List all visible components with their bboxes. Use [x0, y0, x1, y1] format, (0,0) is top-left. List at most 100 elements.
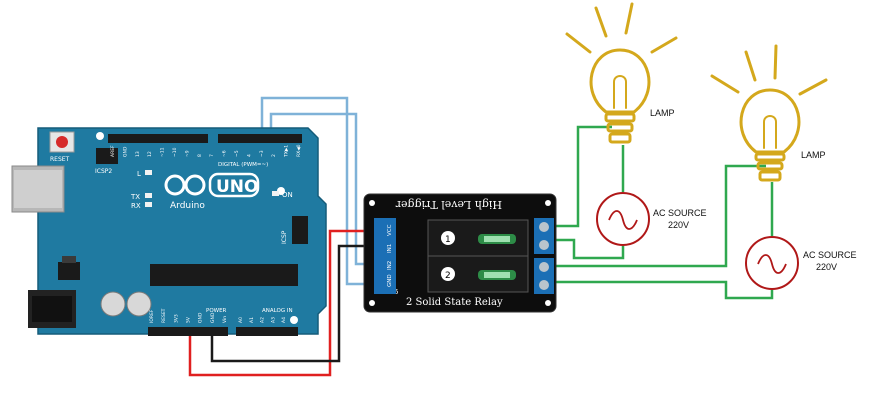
power-wires — [188, 229, 373, 377]
digital-header-left — [108, 134, 208, 143]
lamp-ray — [744, 50, 757, 82]
logo-loop-left — [164, 174, 186, 196]
power-pin-label: 5V — [186, 316, 192, 323]
relay-mount-hole — [369, 300, 375, 306]
lamp-1-label: LAMP — [650, 108, 675, 118]
analog-pin-label: A1 — [249, 317, 255, 323]
reset-button-cap — [56, 136, 68, 148]
ac-source-1-voltage: 220V — [668, 220, 689, 230]
mount-hole — [96, 132, 104, 140]
power-header — [148, 327, 228, 336]
relay-input-pin-label: VCC — [387, 224, 393, 236]
lamp-ray — [710, 74, 740, 94]
terminal-screw — [539, 240, 549, 250]
digital-pin-label: 7 — [209, 154, 215, 157]
digital-header-right — [218, 134, 302, 143]
channel-2-marker — [441, 267, 455, 281]
lamp-ray — [624, 2, 634, 35]
ac-wire-lamp1 — [550, 125, 612, 228]
digital-pin-label: RX◀0 — [296, 144, 302, 157]
analog-pin-label: A5 — [292, 317, 298, 323]
wire-5v — [188, 229, 373, 377]
lamp-2-base — [758, 170, 782, 182]
relay-mount-hole — [545, 200, 551, 206]
logo-model: UNO — [216, 177, 258, 197]
led-tx — [145, 193, 152, 198]
logo-model-box — [208, 172, 260, 198]
dc-jack-inner — [32, 296, 72, 322]
lamp-ray — [773, 44, 778, 80]
lamp-2-bulb — [739, 88, 801, 154]
lamp-2-filament — [763, 115, 777, 149]
digital-pin-label: ~9 — [184, 150, 190, 157]
led-l — [145, 170, 152, 175]
power-pin-label: IOREF — [149, 309, 155, 323]
lamp-1-bulb — [589, 48, 651, 114]
digital-pin-label: ~5 — [234, 150, 240, 157]
led-rx — [145, 202, 152, 207]
led-on — [272, 191, 279, 196]
lamp-ray — [565, 32, 592, 54]
analog-pin-label: A4 — [281, 317, 287, 323]
relay-subtitle: 2 Solid State Relay — [406, 297, 503, 308]
relay-input-pin-label: IN1 — [387, 244, 393, 253]
sine-wave-icon — [757, 254, 787, 274]
lamp-1-base — [604, 112, 636, 123]
digital-pin-label: AREF — [110, 145, 116, 157]
voltage-regulator — [58, 262, 80, 280]
relay-mount-hole — [545, 300, 551, 306]
digital-pin-label: ~6 — [222, 150, 228, 157]
analog-pin-label: A2 — [260, 317, 266, 323]
ac-source-1 — [596, 192, 650, 246]
fuse-1-glass — [484, 236, 510, 242]
capacitor — [126, 291, 152, 317]
lamp-1-filament — [613, 75, 627, 109]
ac-wire-source2 — [550, 280, 774, 300]
lamp-ray — [650, 36, 678, 54]
lamp-ray — [798, 78, 828, 96]
power-pin-labels: IOREF RESET 3V3 5V GND GND Vin — [149, 308, 228, 323]
icsp2-header — [96, 148, 118, 164]
relay-input-pin-label: IN2 — [387, 261, 393, 270]
ac-wires — [550, 125, 774, 300]
ac-source-2 — [745, 236, 799, 290]
lamp-2-label: LAMP — [801, 150, 826, 160]
power-pin-label: RESET — [161, 308, 167, 323]
logo-loop-right — [184, 174, 206, 196]
atmega-chip — [150, 264, 298, 286]
led-l-label: L — [137, 170, 141, 178]
sine-wave-icon — [608, 210, 638, 230]
digital-label: DIGITAL (PWM=~) — [218, 162, 268, 168]
ac-source-2-voltage: 220V — [816, 262, 837, 272]
terminal-screw — [539, 262, 549, 272]
power-pin-label: 3V3 — [173, 314, 179, 323]
analog-header — [236, 327, 298, 336]
icsp2-label: ICSP2 — [95, 168, 112, 175]
power-pin-label: GND — [198, 312, 204, 323]
relay-module: High Level Trigger 2 Solid State Relay F… — [363, 193, 557, 313]
signal-wire-in1 — [260, 96, 373, 286]
digital-pin-label: ~11 — [160, 147, 166, 157]
signal-wire-in2 — [269, 112, 373, 266]
ac-wire-source1 — [550, 238, 625, 260]
lamp-2-base — [754, 152, 786, 162]
digital-pin-label: TX▶1 — [284, 145, 290, 158]
mount-hole — [290, 316, 298, 324]
relay-input-pin-label: GND — [387, 274, 393, 287]
power-pin-label: GND — [210, 312, 216, 323]
led-rx-label: RX — [131, 202, 141, 210]
ac-source-2-label: AC SOURCE — [803, 250, 857, 260]
icsp-label: ICSP — [281, 230, 288, 244]
lamp-ray — [594, 6, 608, 38]
power-label: POWER — [206, 308, 227, 314]
signal-wires — [260, 96, 373, 286]
relay-mount-hole — [369, 200, 375, 206]
channel-2-label: 2 — [445, 271, 451, 281]
analog-pin-label: A3 — [270, 317, 276, 323]
digital-pin-label: 2 — [271, 154, 277, 157]
power-pin-label: Vin — [222, 316, 228, 323]
digital-pin-label: 4 — [246, 154, 252, 157]
